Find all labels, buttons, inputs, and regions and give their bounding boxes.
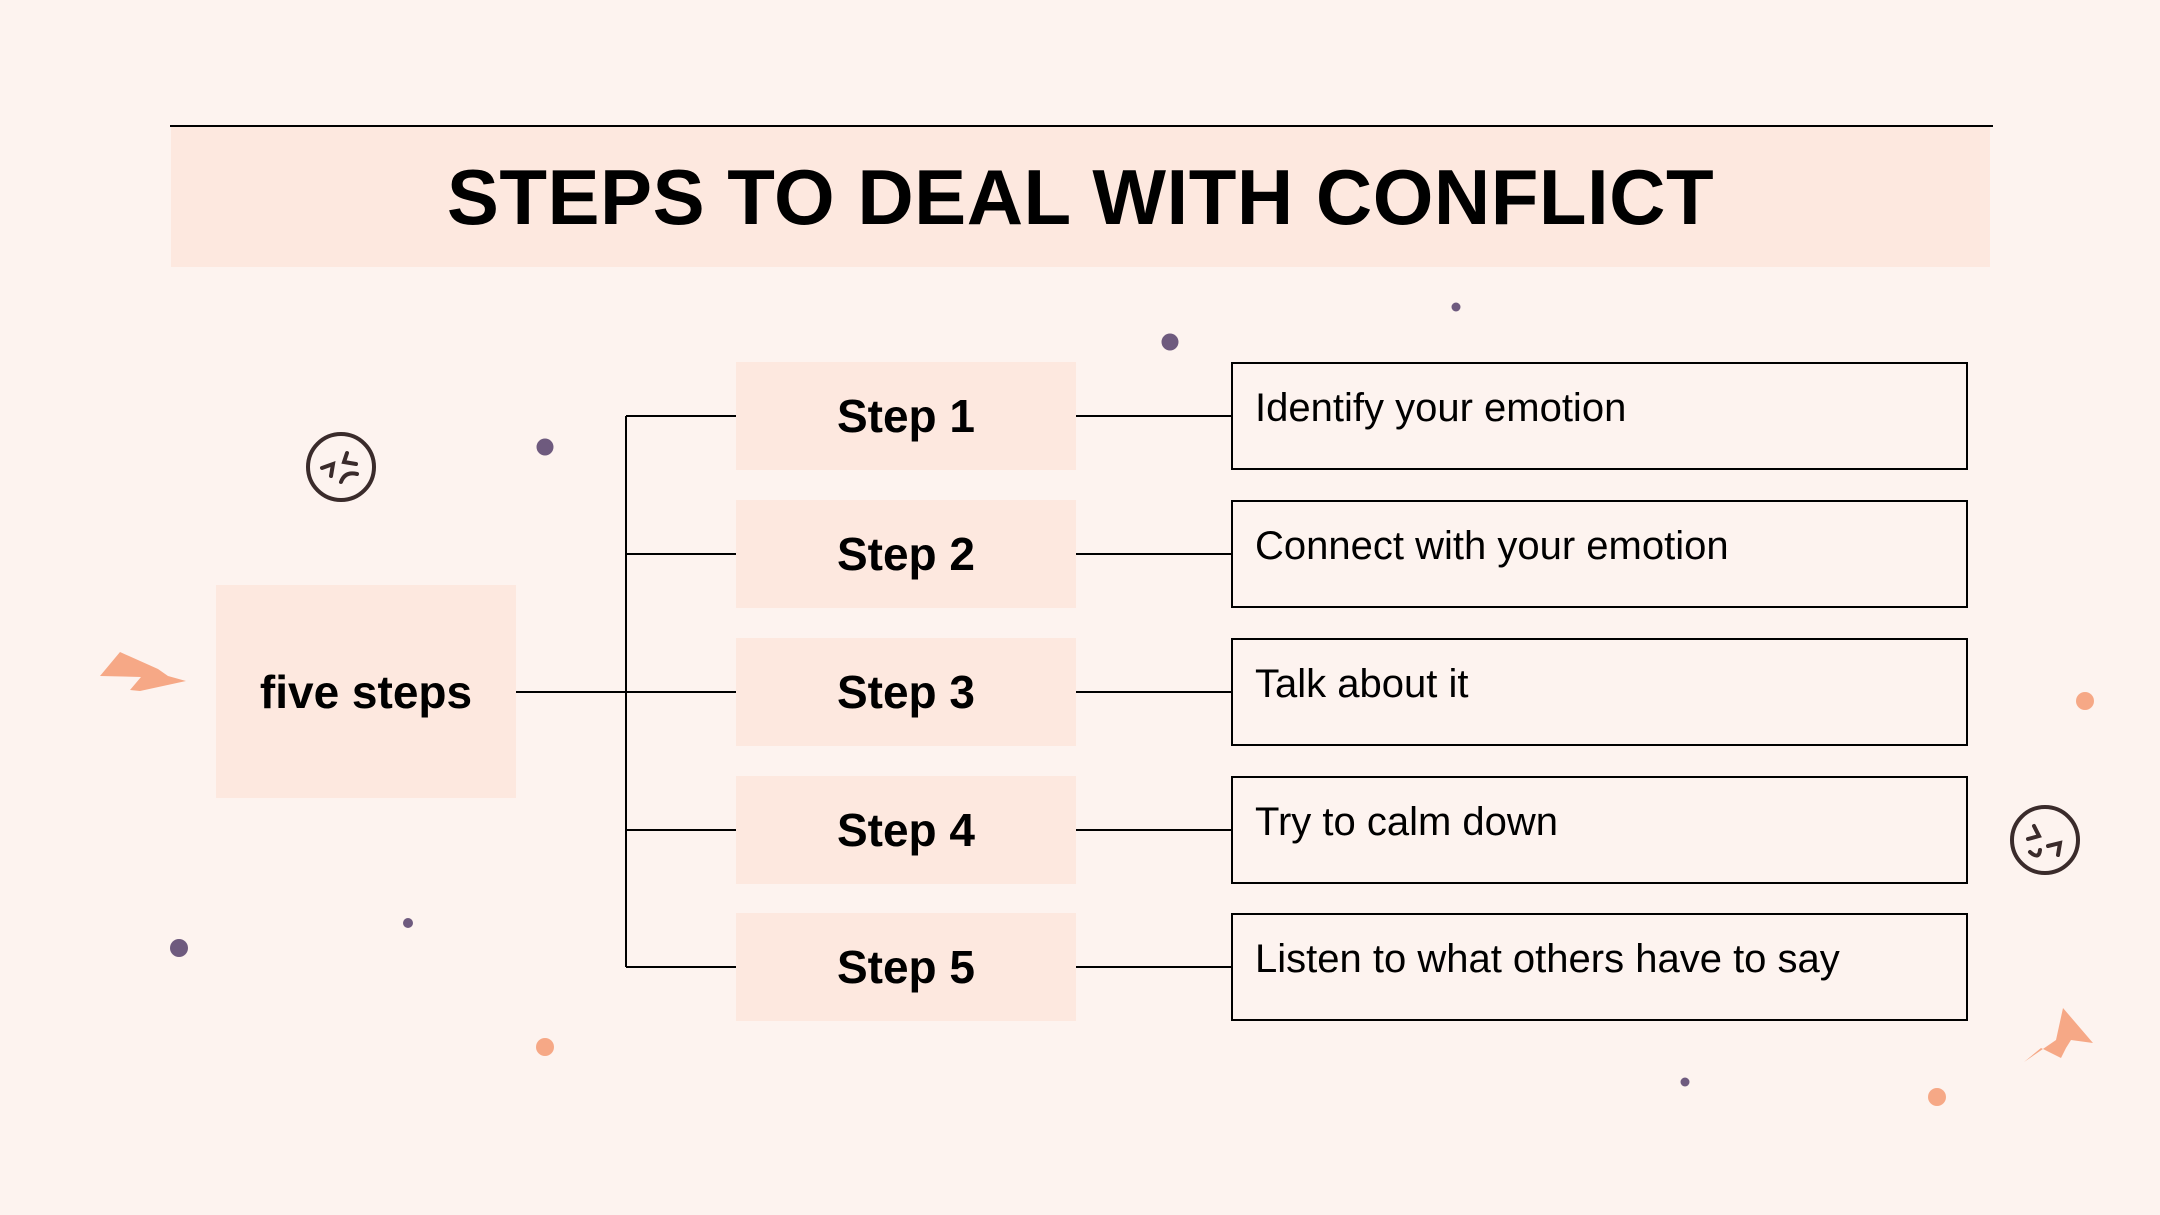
angry-face-icon [306, 432, 376, 502]
decor-dot [536, 438, 554, 456]
step-description: Talk about it [1255, 662, 1469, 706]
decor-dot [170, 939, 188, 957]
decor-dot [1928, 1088, 1946, 1106]
angry-face-icon [2010, 805, 2080, 875]
description-node-2: Connect with your emotion [1231, 500, 1968, 608]
step-label: Step 4 [836, 804, 976, 856]
step-node-2: Step 2 [736, 500, 1076, 608]
description-node-1: Identify your emotion [1231, 362, 1968, 470]
title-band: STEPS TO DEAL WITH CONFLICT [171, 127, 1990, 267]
step-node-1: Step 1 [736, 362, 1076, 470]
step-description: Try to calm down [1255, 800, 1559, 844]
step-node-3: Step 3 [736, 638, 1076, 746]
decor-dot [1451, 302, 1461, 312]
lightning-bolt-icon [2024, 1008, 2093, 1062]
description-node-5: Listen to what others have to say [1231, 913, 1968, 1021]
step-description: Identify your emotion [1255, 386, 1627, 430]
step-node-5: Step 5 [736, 913, 1076, 1021]
step-description: Listen to what others have to say [1255, 937, 1840, 981]
step-node-4: Step 4 [736, 776, 1076, 884]
step-label: Step 1 [836, 390, 976, 442]
title-rule [170, 125, 1993, 127]
step-label: Step 3 [836, 666, 976, 718]
root-label: five steps [259, 665, 473, 718]
decor-dot [1680, 1077, 1690, 1087]
step-label: Step 5 [836, 941, 976, 993]
step-label: Step 2 [836, 528, 976, 580]
description-node-4: Try to calm down [1231, 776, 1968, 884]
decor-dot [1161, 333, 1179, 351]
description-node-3: Talk about it [1231, 638, 1968, 746]
lightning-bolt-icon [100, 652, 186, 691]
decor-dot [403, 918, 413, 928]
decor-dot [536, 1038, 554, 1056]
decor-dot [2076, 692, 2094, 710]
step-description: Connect with your emotion [1255, 524, 1729, 568]
root-node: five steps [216, 585, 516, 798]
page-title: STEPS TO DEAL WITH CONFLICT [446, 152, 1715, 241]
